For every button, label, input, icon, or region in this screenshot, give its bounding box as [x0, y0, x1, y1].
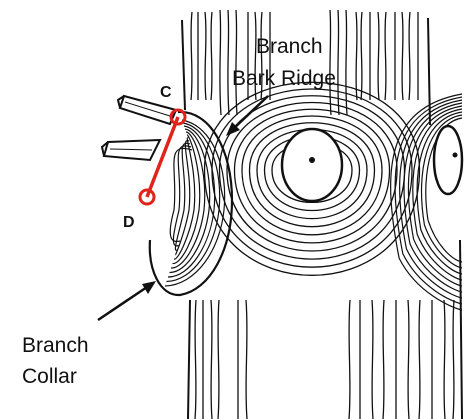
- right-knot: [391, 94, 462, 310]
- branch-collar: [150, 112, 232, 295]
- branch-bark-ridge-label-line1: Branch: [256, 35, 323, 58]
- branch-collar-label-line1: Branch: [22, 334, 89, 357]
- branch-collar-arrow: [98, 281, 156, 320]
- point-c-label: C: [160, 84, 172, 101]
- bark-ridge-arrow: [226, 96, 268, 136]
- branch-bark-ridge-label-line2: Bark Ridge: [232, 67, 336, 90]
- branch-collar-label-line2: Collar: [22, 365, 77, 388]
- point-d-label: D: [123, 214, 135, 231]
